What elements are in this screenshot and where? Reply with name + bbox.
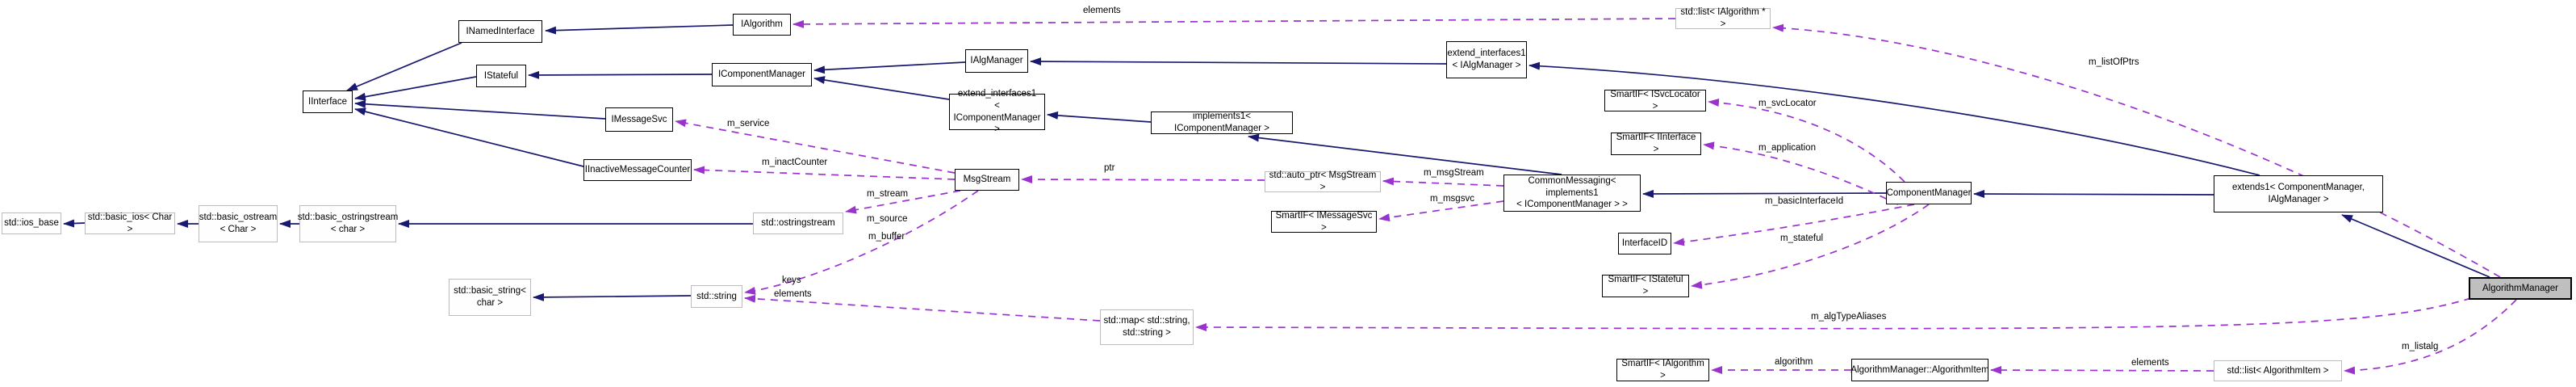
usage-edge-msgstream-string (744, 190, 979, 295)
usage-edge-listialgorithm-ialgorithm (792, 18, 1676, 28)
inheritance-edge-string-basicstring (533, 292, 692, 301)
node-std-list-algorithmitem[interactable]: std::list< AlgorithmItem > (2214, 360, 2342, 381)
node-smartif-istateful[interactable]: SmartIF< IStateful > (1602, 275, 1689, 297)
inheritance-edge-componentmanager-commonmessaging (1642, 189, 1887, 198)
inheritance-edge-extendinterfaces1iam-ialgmanager (1030, 57, 1447, 66)
inheritance-edge-inamedinterface-iinterface (346, 42, 462, 91)
node-inamedinterface[interactable]: INamedInterface (458, 20, 542, 43)
node-std-map-string-string[interactable]: std::map< std::string, std::string > (1100, 309, 1194, 345)
inheritance-edge-basicios-iosbase (63, 219, 86, 228)
usage-edge-msgstream-iinactivemessagecounter (693, 166, 956, 180)
edge-label-ptr: ptr (1104, 163, 1115, 173)
inheritance-edge-implements1-extendinterfaces1icm (1047, 111, 1152, 123)
edge-label-m-basicinterfaceid: m_basicInterfaceId (1765, 196, 1844, 206)
inheritance-edge-extends1-extendinterfaces1iam (1528, 61, 2260, 176)
edge-label-elements-map-string: elements (774, 289, 812, 299)
edge-label-m-msgstream: m_msgStream (1424, 168, 1484, 178)
edge-label-m-application: m_application (1758, 143, 1816, 153)
node-std-basic-ostream[interactable]: std::basic_ostream < Char > (199, 205, 278, 242)
usage-edge-msgstream-imessagesvc (675, 119, 956, 174)
edge-label-m-svclocator: m_svcLocator (1758, 99, 1817, 108)
edge-label-m-algtypealiases: m_algTypeAliases (1811, 312, 1887, 322)
node-smartif-iinterface[interactable]: SmartIF< IInterface > (1611, 133, 1701, 155)
node-extend-interfaces1-ialgmanager[interactable]: extend_interfaces1 < IAlgManager > (1446, 41, 1527, 78)
node-std-basic-ostringstream[interactable]: std::basic_ostringstream < char > (298, 205, 398, 242)
usage-edge-algorithmmanager-listialgorithm (1772, 23, 2501, 278)
usage-edge-listalgorithmitem-algorithmitem (1990, 366, 2214, 375)
node-implements1-icomponentmanager[interactable]: implements1< IComponentManager > (1151, 111, 1293, 134)
inheritance-edge-icomponentmanager-istateful (528, 70, 713, 79)
inheritance-edge-extends1-componentmanager (1973, 190, 2214, 199)
node-std-basic-ios[interactable]: std::basic_ios< Char > (85, 212, 175, 234)
node-std-ios-base[interactable]: std::ios_base (2, 212, 61, 234)
node-ialgorithm[interactable]: IAlgorithm (733, 14, 791, 36)
edge-label-elements-list-algorithmitem: elements (2131, 358, 2169, 368)
node-componentmanager[interactable]: ComponentManager (1886, 182, 1972, 204)
edge-label-m-msgsvc: m_msgsvc (1430, 194, 1474, 204)
usage-edge-componentmanager-smartifisvclocator (1708, 98, 1905, 183)
inheritance-edge-istateful-iinterface (354, 76, 477, 101)
inheritance-edge-ialgmanager-icomponentmanager (813, 61, 966, 74)
edge-label-m-stream: m_stream (867, 189, 909, 199)
node-std-auto-ptr-msgstream[interactable]: std::auto_ptr< MsgStream > (1265, 170, 1381, 192)
node-std-list-ialgorithm[interactable]: std::list< IAlgorithm * > (1675, 7, 1771, 29)
node-smartif-ialgorithm[interactable]: SmartIF< IAlgorithm > (1616, 359, 1709, 381)
node-extend-interfaces1-icomponentmanager[interactable]: extend_interfaces1 < IComponentManager > (949, 89, 1045, 134)
node-std-ostringstream[interactable]: std::ostringstream (753, 212, 843, 234)
node-smartif-imessagesvc[interactable]: SmartIF< IMessageSvc > (1271, 211, 1377, 233)
node-commonmessaging[interactable]: CommonMessaging< implements1 < IComponen… (1503, 175, 1641, 212)
edge-label-m-inactcounter: m_inactCounter (762, 158, 828, 167)
usage-edge-commonmessaging-smartifimessagesvc (1378, 200, 1504, 222)
usage-edge-msgstream-ostringstream (845, 190, 961, 214)
usage-edge-algorithmmanager-map (1195, 297, 2472, 332)
node-msgstream[interactable]: MsgStream (955, 169, 1019, 191)
usage-edge-autoptr-msgstream (1021, 175, 1265, 184)
usage-edge-map-string (744, 294, 1101, 322)
node-algorithmmanager[interactable]: AlgorithmManager (2469, 277, 2572, 300)
usage-edge-algorithmmanager-listalgorithmitem (2344, 299, 2517, 375)
node-extends1[interactable]: extends1< ComponentManager, IAlgManager … (2214, 175, 2383, 212)
node-iinterface[interactable]: IInterface (303, 90, 353, 113)
edge-label-elements-list-ialgorithm: elements (1083, 6, 1121, 15)
inheritance-edge-extendinterfaces1icm-icomponentmanager (813, 76, 950, 100)
node-interfaceid[interactable]: InterfaceID (1618, 233, 1671, 254)
edge-label-m-buffer: m_buffer (868, 232, 905, 242)
node-std-string[interactable]: std::string (691, 285, 742, 308)
node-iinactivemessagecounter[interactable]: IInactiveMessageCounter (583, 159, 692, 181)
node-std-basic-string[interactable]: std::basic_string< char > (449, 279, 531, 316)
node-smartif-isvclocator[interactable]: SmartIF< ISvcLocator > (1604, 90, 1706, 111)
usage-edge-commonmessaging-autoptr (1382, 177, 1504, 187)
edge-label-m-listofptrs: m_listOfPtrs (2089, 57, 2139, 67)
inheritance-edge-iinactivemessagecounter-iinterface (354, 107, 584, 167)
edge-label-m-source: m_source (867, 214, 908, 224)
node-algorithmmanager-algorithmitem[interactable]: AlgorithmManager::AlgorithmItem (1850, 359, 1989, 381)
node-ialgmanager[interactable]: IAlgManager (965, 49, 1028, 73)
edge-label-algorithm: algorithm (1775, 357, 1813, 367)
node-imessagesvc[interactable]: IMessageSvc (605, 107, 673, 132)
inheritance-edge-ialgorithm-inamedinterface (545, 24, 734, 35)
edge-label-m-service: m_service (727, 119, 770, 128)
edge-label-m-stateful: m_stateful (1780, 233, 1824, 243)
node-icomponentmanager[interactable]: IComponentManager (712, 63, 812, 86)
inheritance-edge-imessagesvc-iinterface (354, 99, 606, 120)
node-istateful[interactable]: IStateful (476, 65, 526, 87)
usage-edge-componentmanager-interfaceid (1673, 204, 1915, 246)
edge-label-m-listalg: m_listalg (2402, 342, 2439, 351)
usage-edge-componentmanager-smartifistateful (1691, 204, 1930, 289)
inheritance-edge-commonmessaging-implements1 (1248, 133, 1562, 175)
inheritance-edge-algorithmmanager-extends1 (2341, 214, 2490, 278)
edge-label-keys: keys (782, 276, 801, 285)
